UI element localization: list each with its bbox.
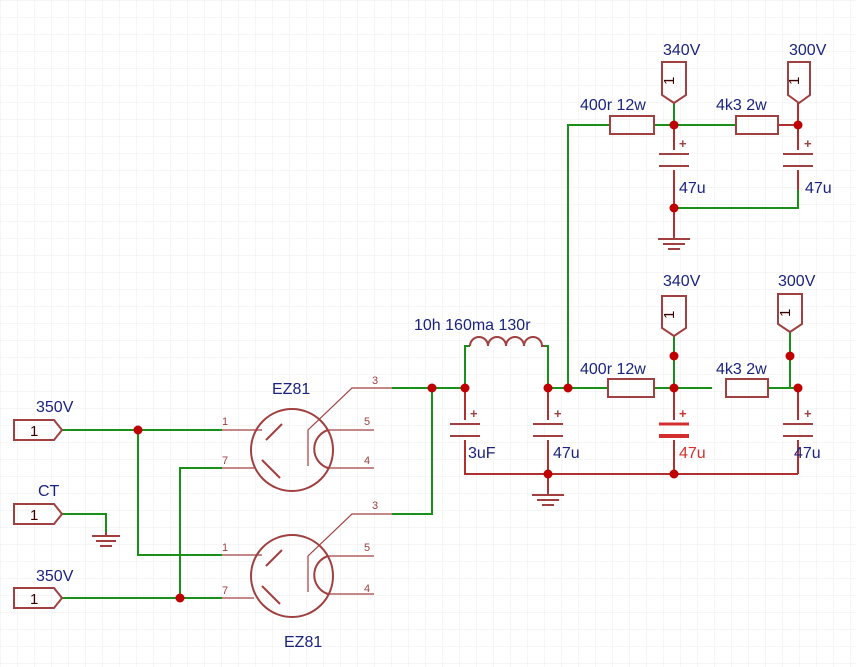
svg-text:47u: 47u bbox=[679, 180, 706, 197]
svg-text:3: 3 bbox=[372, 500, 378, 512]
tube-ez81-upper: EZ81 1 7 3 5 4 bbox=[222, 375, 392, 492]
svg-text:CT: CT bbox=[38, 483, 60, 500]
svg-text:4k3 2w: 4k3 2w bbox=[716, 361, 767, 378]
svg-text:400r 12w: 400r 12w bbox=[580, 97, 646, 114]
capacitor-47u-top-a: + 47u bbox=[659, 136, 706, 197]
capacitor-47u-a: + 47u bbox=[533, 406, 580, 462]
junction-dots bbox=[133, 120, 803, 603]
svg-text:47u: 47u bbox=[679, 445, 706, 462]
svg-text:350V: 350V bbox=[36, 568, 74, 585]
svg-text:+: + bbox=[804, 406, 812, 421]
svg-text:340V: 340V bbox=[663, 273, 701, 290]
svg-text:350V: 350V bbox=[36, 399, 74, 416]
svg-text:1: 1 bbox=[222, 542, 228, 554]
svg-text:EZ81: EZ81 bbox=[272, 381, 310, 398]
port-ct: CT 1 bbox=[13, 483, 64, 525]
resistor-400r-mid: 400r 12w bbox=[580, 361, 655, 398]
svg-text:47u: 47u bbox=[805, 180, 832, 197]
svg-text:47u: 47u bbox=[794, 445, 821, 462]
svg-text:400r 12w: 400r 12w bbox=[580, 361, 646, 378]
svg-text:340V: 340V bbox=[663, 42, 701, 59]
svg-text:1: 1 bbox=[786, 77, 803, 85]
capacitor-47u-highlighted: + 47u bbox=[659, 406, 706, 462]
svg-text:7: 7 bbox=[222, 455, 228, 467]
svg-text:4k3 2w: 4k3 2w bbox=[716, 97, 767, 114]
svg-text:1: 1 bbox=[30, 591, 38, 608]
resistor-4k3-mid: 4k3 2w bbox=[716, 361, 769, 398]
ground-icon bbox=[92, 532, 120, 547]
capacitor-3uf: + 3uF bbox=[450, 406, 496, 462]
svg-text:EZ81: EZ81 bbox=[284, 634, 322, 651]
capacitor-47u-c: + 47u bbox=[783, 406, 821, 462]
port-350v-top: 350V 1 bbox=[13, 399, 74, 441]
svg-text:300V: 300V bbox=[778, 273, 816, 290]
ground-icon bbox=[532, 492, 564, 506]
svg-text:3uF: 3uF bbox=[468, 445, 496, 462]
choke-inductor: 10h 160ma 130r bbox=[414, 317, 545, 347]
svg-text:5: 5 bbox=[364, 542, 370, 554]
ground-icon bbox=[658, 236, 690, 250]
svg-text:7: 7 bbox=[222, 585, 228, 597]
svg-text:+: + bbox=[470, 406, 478, 421]
svg-text:+: + bbox=[679, 406, 687, 421]
svg-text:300V: 300V bbox=[789, 42, 827, 59]
svg-text:47u: 47u bbox=[553, 445, 580, 462]
capacitor-47u-top-b: + 47u bbox=[783, 136, 832, 197]
svg-text:1: 1 bbox=[661, 311, 678, 319]
port-300v-mid: 300V 1 bbox=[777, 273, 816, 334]
port-350v-bottom: 350V 1 bbox=[13, 568, 74, 609]
tube-ez81-lower: EZ81 1 7 3 5 4 bbox=[222, 500, 392, 651]
svg-text:5: 5 bbox=[364, 416, 370, 428]
svg-text:1: 1 bbox=[777, 309, 794, 317]
port-340v-mid: 340V 1 bbox=[661, 273, 701, 338]
svg-text:3: 3 bbox=[372, 375, 378, 387]
svg-text:1: 1 bbox=[661, 77, 678, 85]
resistor-4k3-top: 4k3 2w bbox=[716, 97, 779, 135]
svg-text:+: + bbox=[679, 136, 687, 151]
svg-text:4: 4 bbox=[364, 583, 370, 595]
resistor-400r-top: 400r 12w bbox=[580, 97, 655, 135]
svg-text:1: 1 bbox=[30, 507, 38, 524]
port-340v-top: 340V 1 bbox=[661, 42, 701, 105]
svg-text:1: 1 bbox=[222, 416, 228, 428]
svg-text:10h 160ma 130r: 10h 160ma 130r bbox=[414, 317, 531, 334]
svg-text:4: 4 bbox=[364, 455, 370, 467]
svg-text:1: 1 bbox=[30, 423, 38, 440]
svg-text:+: + bbox=[804, 136, 812, 151]
svg-text:+: + bbox=[554, 406, 562, 421]
port-300v-top: 300V 1 bbox=[786, 42, 827, 105]
